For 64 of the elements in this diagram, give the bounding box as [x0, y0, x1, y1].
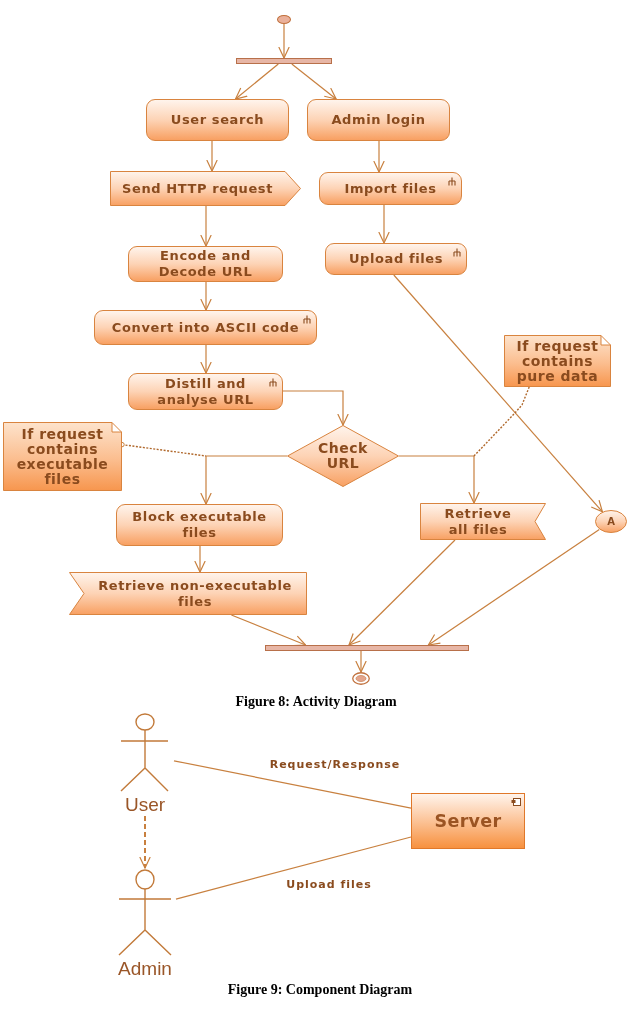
- leader-line: [473, 386, 530, 457]
- action-label: Block executable files: [131, 509, 268, 541]
- initial-node: [277, 15, 291, 24]
- action-label: Distill and analyse URL: [156, 375, 255, 408]
- control-flow-arrow: [200, 205, 212, 247]
- connector-circle: [595, 510, 627, 533]
- control-flow-arrow: [378, 204, 390, 244]
- control-flow-arrow: [291, 63, 337, 100]
- control-flow-arrow: [200, 281, 212, 311]
- control-flow-arrow: [393, 274, 603, 513]
- control-flow-arrow: [348, 539, 456, 646]
- control-flow-arrow: [234, 63, 279, 100]
- control-flow-arrow: [282, 390, 349, 426]
- action-label: Send HTTP request: [122, 180, 273, 197]
- figure-caption: Figure 9: Component Diagram: [227, 980, 413, 998]
- control-flow-arrow: [355, 650, 367, 673]
- connector-label: A: [607, 516, 615, 527]
- control-flow-arrow: [194, 545, 206, 573]
- dependency-arrow: [139, 815, 151, 869]
- edge-label: Upload files: [286, 877, 372, 891]
- receive-signal-shape: [69, 572, 307, 615]
- send-signal-shape: [110, 171, 301, 206]
- action-label: Convert into ASCII code: [111, 319, 300, 336]
- action-label: User search: [170, 112, 265, 128]
- join-bar: [265, 645, 469, 651]
- edge-label: Request/Response: [269, 757, 401, 771]
- receive-signal-shape: [420, 503, 546, 540]
- association-line: [173, 760, 412, 809]
- control-flow-arrow: [200, 344, 212, 374]
- actor-label: User: [124, 794, 166, 816]
- control-flow-arrow: [278, 23, 290, 59]
- action-box: [319, 172, 462, 205]
- decision-diamond: [287, 425, 399, 487]
- association-line: [175, 836, 412, 900]
- action-label: Retrieve all files: [443, 505, 513, 538]
- actor-label: Admin: [118, 958, 172, 980]
- fork-bar: [236, 58, 332, 64]
- action-box: [146, 99, 289, 141]
- control-flow-arrow: [373, 140, 385, 173]
- note-shape: [504, 335, 611, 387]
- control-flow-arrow: [230, 614, 307, 647]
- control-flow-arrow: [200, 455, 288, 505]
- action-label: Upload files: [348, 251, 444, 267]
- action-box: [128, 373, 283, 410]
- component-box: [411, 793, 525, 849]
- note-text: If request contains executable files: [15, 426, 110, 487]
- action-box: [116, 504, 283, 546]
- control-flow-arrow: [427, 528, 600, 646]
- action-label: Admin login: [331, 112, 426, 128]
- action-box: [325, 243, 467, 275]
- action-box: [307, 99, 450, 141]
- action-label: Encode and Decode URL: [157, 248, 254, 280]
- note-shape: [3, 422, 122, 491]
- decision-label: Check URL: [317, 441, 369, 471]
- note-text: If request contains pure data: [515, 338, 600, 384]
- component-label: Server: [434, 813, 502, 829]
- figure-caption: Figure 8: Activity Diagram: [235, 692, 397, 710]
- control-flow-arrow: [206, 140, 218, 172]
- action-box: [128, 246, 283, 282]
- action-box: [94, 310, 317, 345]
- control-flow-arrow: [398, 455, 480, 504]
- action-label: Retrieve non-executable files: [97, 577, 293, 610]
- leader-line: [119, 441, 207, 457]
- action-label: Import files: [344, 180, 437, 197]
